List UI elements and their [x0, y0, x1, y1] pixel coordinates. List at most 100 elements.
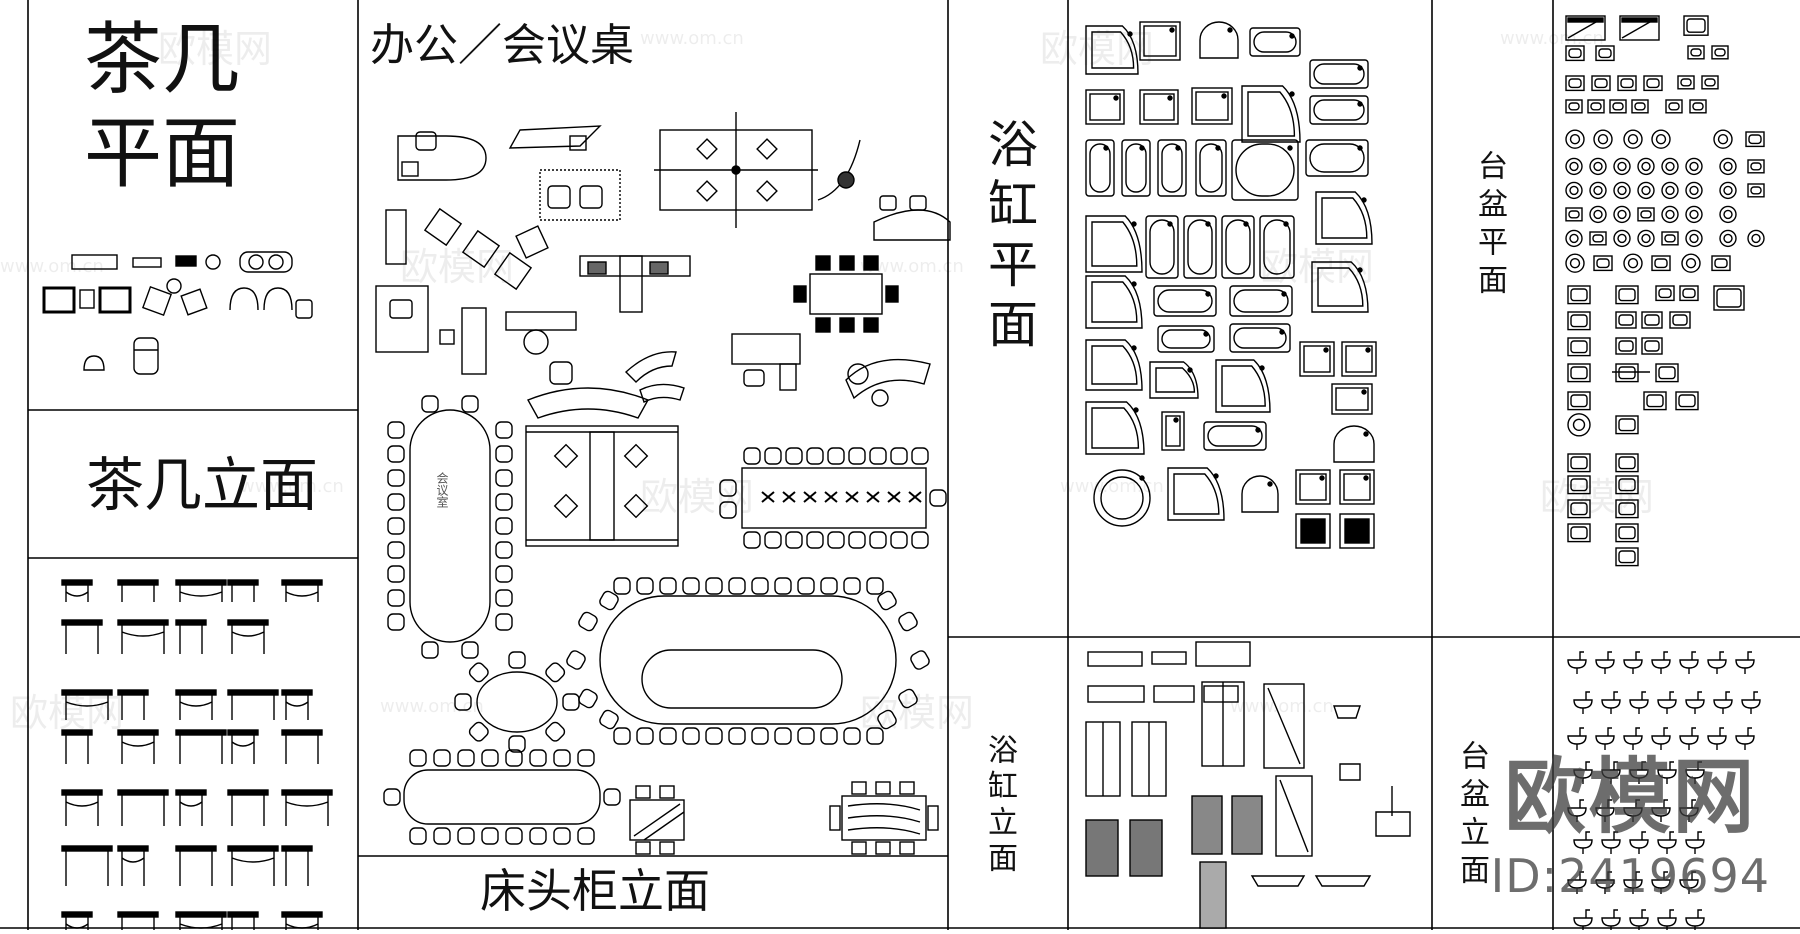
tea-table-elevation-icon — [281, 911, 323, 918]
tea-table-elevation-icon — [175, 845, 217, 852]
basin-icon — [1565, 75, 1585, 92]
chair-icon — [877, 590, 897, 611]
basin-icon — [1685, 181, 1703, 200]
chair-icon — [387, 517, 405, 535]
basin-icon — [1617, 75, 1637, 92]
chair-icon — [827, 447, 845, 465]
chair-icon — [659, 727, 677, 745]
tea-table-elevation-icon — [61, 911, 93, 918]
basin-elevation-icon — [1657, 909, 1677, 932]
chair-icon — [433, 827, 451, 845]
bathtub-icon — [1333, 425, 1375, 463]
bathtub-icon — [1311, 261, 1369, 313]
office-desk-symbols — [375, 112, 951, 547]
basin-elevation-icon — [1623, 727, 1643, 750]
chair-icon — [553, 749, 571, 767]
basin-icon — [1609, 99, 1627, 114]
basin-elevation-icon — [1679, 651, 1699, 674]
tea-table-elevation-icon — [227, 689, 279, 696]
basin-elevation-icon — [1707, 727, 1727, 750]
chair-icon — [910, 650, 930, 670]
basin-icon — [1589, 157, 1607, 176]
basin-elevation-icon — [1573, 909, 1593, 932]
chair-icon — [387, 541, 405, 559]
basin-icon — [1565, 207, 1583, 222]
chair-icon — [421, 395, 439, 413]
chair-icon — [659, 577, 677, 595]
basin-icon — [1651, 255, 1671, 272]
basin-icon — [1567, 413, 1591, 437]
basin-icon — [1681, 253, 1701, 273]
basin-icon — [1567, 523, 1591, 543]
chair-icon — [843, 577, 861, 595]
bathtub-icon — [1093, 469, 1151, 527]
basin-elevation-icon — [1685, 831, 1705, 854]
basin-elevation-icon — [1735, 727, 1755, 750]
basin-icon — [1593, 129, 1613, 149]
chair-icon — [387, 493, 405, 511]
basin-icon — [1593, 255, 1613, 272]
tea-table-elevation-icon — [227, 911, 259, 918]
bathtub-icon — [1161, 411, 1185, 451]
bathtub-icon — [1299, 341, 1335, 377]
chair-icon — [383, 788, 401, 806]
basin-elevation-icon — [1657, 831, 1677, 854]
tea-table-elevation-icon — [227, 845, 279, 852]
basin-icon — [1719, 229, 1737, 248]
tea-table-elevation-icon — [175, 911, 227, 918]
chair-icon — [911, 531, 929, 549]
chair-icon — [728, 727, 746, 745]
basin-icon — [1661, 157, 1679, 176]
basin-plan-title: 台盆平面 — [1472, 150, 1507, 302]
basin-icon — [1641, 337, 1663, 355]
tea-table-elevation-icon — [175, 789, 207, 796]
basin-elevation-icon — [1657, 691, 1677, 714]
basin-icon — [1595, 45, 1615, 62]
chair-icon — [636, 577, 654, 595]
chair-icon — [806, 447, 824, 465]
basin-elevation-icon — [1567, 651, 1587, 674]
basin-icon — [1565, 157, 1583, 176]
basin-elevation-icon — [1595, 651, 1615, 674]
meeting-room-label: 会议室 — [435, 472, 449, 508]
basin-icon — [1567, 285, 1591, 305]
tea-table-elevation-icon — [117, 845, 149, 852]
bathtub-icon — [1139, 21, 1181, 61]
chair-icon — [774, 577, 792, 595]
chair-icon — [866, 577, 884, 595]
basin-icon — [1665, 99, 1683, 114]
bathtub-icon — [1203, 421, 1267, 451]
basin-icon — [1651, 129, 1671, 149]
bathtub-icon — [1249, 27, 1301, 57]
basin-icon — [1615, 285, 1639, 305]
basin-elevation-icon — [1595, 799, 1615, 822]
chair-icon — [387, 613, 405, 631]
chair-icon — [529, 827, 547, 845]
basin-icon — [1565, 129, 1585, 149]
oval-meeting-table — [387, 395, 513, 659]
bathtub-icon — [1195, 139, 1227, 197]
basin-icon — [1661, 231, 1679, 246]
chair-icon — [481, 827, 499, 845]
basin-elevation-icon — [1685, 761, 1705, 784]
chair-icon — [866, 727, 884, 745]
tea-table-elevation-symbols — [61, 579, 333, 934]
chair-icon — [743, 531, 761, 549]
tea-table-elevation-icon — [175, 619, 207, 626]
chair-icon — [387, 445, 405, 463]
chair-icon — [578, 611, 598, 632]
basin-icon — [1613, 229, 1631, 248]
basin-icon — [1613, 205, 1631, 224]
tea-table-elevation-icon — [175, 579, 227, 586]
bathtub-icon — [1085, 339, 1143, 391]
capsule-meeting-table — [566, 577, 930, 745]
bathtub-icon — [1149, 361, 1199, 399]
basin-icon — [1565, 45, 1585, 62]
basin-icon — [1567, 311, 1591, 331]
basin-icon — [1567, 363, 1591, 383]
tea-table-elevation-icon — [117, 911, 159, 918]
basin-elevation-icon — [1679, 871, 1699, 894]
basin-icon — [1685, 205, 1703, 224]
tea-table-elevation-icon — [175, 689, 217, 696]
